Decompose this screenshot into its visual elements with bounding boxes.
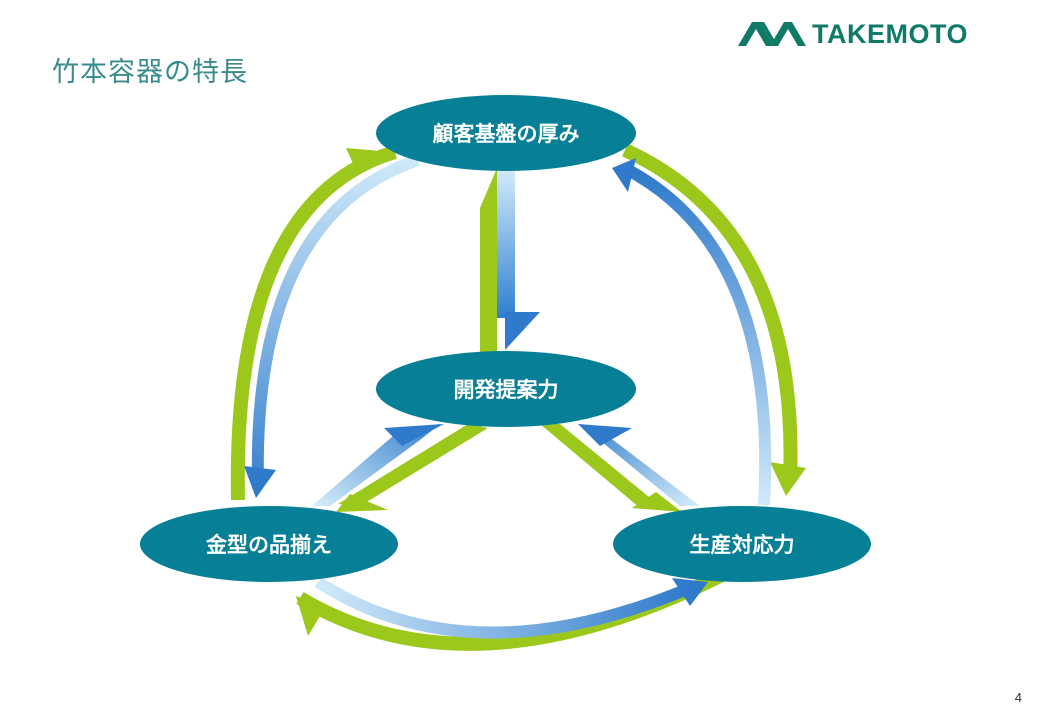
node-center: 開発提案力 (376, 351, 636, 427)
node-right-label: 生産対応力 (690, 533, 795, 557)
arrow-center-left (312, 424, 488, 512)
takemoto-mountain-icon (738, 22, 806, 46)
node-top-label: 顧客基盤の厚み (433, 122, 580, 146)
arrow-top-to-left (230, 145, 420, 501)
node-top: 顧客基盤の厚み (376, 95, 636, 171)
page-number: 4 (1014, 690, 1022, 705)
node-left-label: 金型の品揃え (205, 533, 332, 557)
arrow-center-right (540, 424, 700, 512)
arrow-left-to-right (296, 568, 726, 651)
node-left: 金型の品揃え (140, 506, 398, 582)
arrow-top-center (480, 168, 540, 352)
arrow-top-to-right (612, 143, 806, 506)
node-right: 生産対応力 (613, 506, 871, 582)
page-title: 竹本容器の特長 (52, 57, 248, 88)
logo-text: TAKEMOTO (812, 19, 968, 49)
node-center-label: 開発提案力 (454, 378, 559, 402)
takemoto-logo: TAKEMOTO (738, 20, 968, 48)
